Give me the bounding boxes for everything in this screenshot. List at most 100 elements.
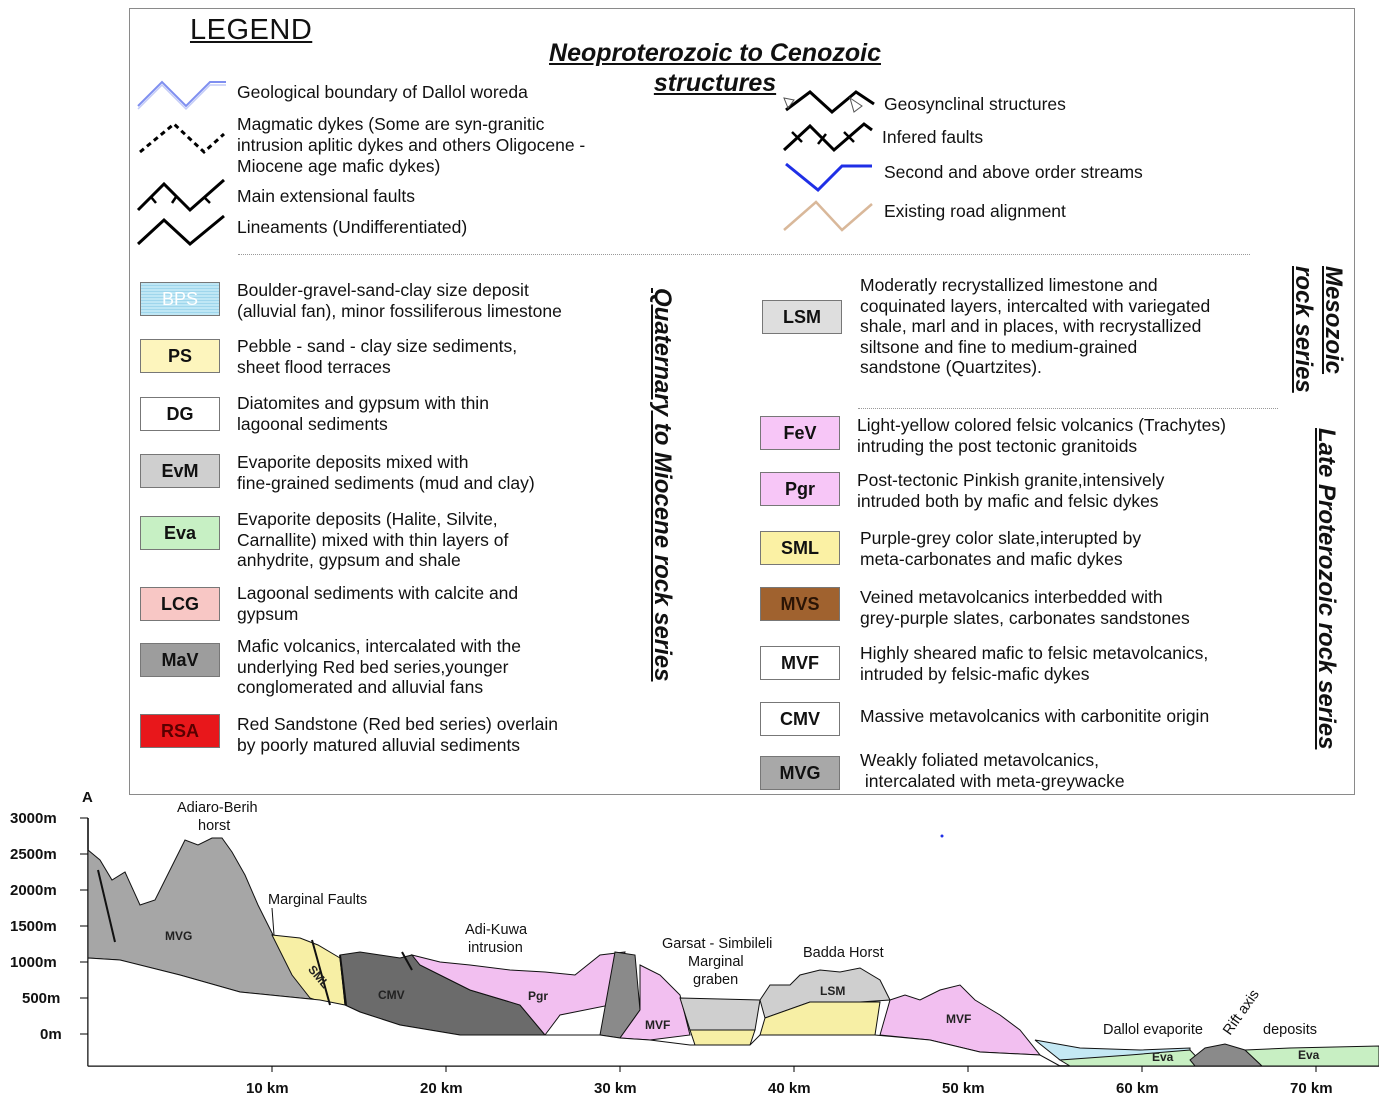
unit-box-bps: BPS (140, 282, 220, 316)
elevation-axis: 3000m 2500m 2000m 1500m 1000m 500m 0m (10, 810, 89, 1066)
unit-box-pgr: Pgr (760, 472, 840, 506)
annotation-adi-kuwa: Adi-Kuwa intrusion (465, 922, 531, 956)
structures-title: Neoproterozoic to Cenozoic structures (549, 39, 881, 97)
unit-desc-sml: Purple-grey color slate,interupted by me… (860, 528, 1142, 569)
unit-box-lcg: LCG (140, 587, 220, 621)
stream-icon (785, 162, 872, 193)
quaternary-series-label: Quaternary to Miocene rock series (649, 288, 676, 682)
section-label-pgr: Pgr (528, 989, 548, 1003)
elev-label-3000: 3000m (10, 810, 57, 827)
unit-box-eva: Eva (140, 516, 220, 550)
annotation-adi-kuwa-line2: intrusion (468, 940, 523, 956)
elev-label-500: 500m (22, 990, 60, 1007)
section-label-eva-west: Eva (1152, 1050, 1174, 1064)
annotation-marginal-faults: Marginal Faults (268, 892, 367, 908)
unit-desc-fev: Light-yellow colored felsic volcanics (T… (857, 415, 1226, 456)
unit-box-rsa: RSA (140, 714, 220, 748)
proterozoic-series-label: Late Proterozoic rock series (1313, 428, 1340, 750)
dist-label-10: 10 km (246, 1080, 289, 1097)
unit-box-lsm: LSM (762, 300, 842, 334)
structure-symbols-left (136, 80, 226, 246)
unit-desc-mvs: Veined metavolcanics interbedded with gr… (860, 587, 1190, 628)
unit-box-sml: SML (760, 531, 840, 565)
section-label-lsm: LSM (820, 984, 845, 998)
section-label-mvf-east: MVF (946, 1012, 971, 1026)
dist-label-20: 20 km (420, 1080, 463, 1097)
dist-label-30: 30 km (594, 1080, 637, 1097)
legend-title: LEGEND (190, 14, 313, 46)
unit-box-cmv: CMV (760, 702, 840, 736)
section-label-cmv: CMV (378, 988, 405, 1002)
unit-desc-mvf: Highly sheared mafic to felsic metavolca… (860, 643, 1209, 684)
mesozoic-series-label: Mesozoic rock series (1290, 266, 1347, 393)
pgr-body (410, 951, 626, 1036)
unit-desc-pgr: Post-tectonic Pinkish granite,intensivel… (857, 470, 1165, 511)
distance-axis: 10 km 20 km 30 km 40 km 50 km 60 km 70 k… (88, 1065, 1379, 1097)
annotation-adiaro-berih: Adiaro-Berih horst (177, 800, 262, 834)
annotation-garsat-line3: graben (693, 972, 738, 988)
geological-cross-section: A 3000m 2500m 2000m 1500m 1000m 500m 0m … (10, 789, 1379, 1097)
legend-text-geosyncline: Geosynclinal structures (884, 94, 1066, 114)
annotation-adiaro-line1: Adiaro-Berih (177, 800, 258, 816)
unit-desc-evm: Evaporite deposits mixed with fine-grain… (237, 452, 535, 493)
dist-label-40: 40 km (768, 1080, 811, 1097)
legend-text-inferred: Infered faults (882, 127, 984, 147)
section-annotations: Adiaro-Berih horst Marginal Faults Adi-K… (177, 800, 1317, 1038)
extensional-fault-icon (136, 178, 225, 213)
inferred-fault-icon (782, 122, 873, 153)
annotation-deposits: deposits (1263, 1022, 1317, 1038)
unit-box-ps: PS (140, 339, 220, 373)
unit-desc-dg: Diatomites and gypsum with thin lagoonal… (237, 393, 489, 434)
elev-label-2500: 2500m (10, 846, 57, 863)
annotation-garsat: Garsat - Simbileli Marginal graben (662, 936, 776, 988)
unit-box-mvf: MVF (760, 646, 840, 680)
annotation-adiaro-line2: horst (198, 818, 230, 834)
unit-desc-ps: Pebble - sand - clay size sediments, she… (237, 336, 518, 377)
legend-frame (129, 8, 1355, 795)
section-bodies (87, 837, 1379, 1067)
unit-desc-rsa: Red Sandstone (Red bed series) overlain … (237, 714, 559, 755)
section-corner-label: A (82, 789, 93, 806)
unit-desc-lcg: Lagoonal sediments with calcite and gyps… (237, 583, 519, 624)
graben-fill-gray (679, 997, 761, 1031)
geosyncline-icon (783, 90, 875, 114)
dist-label-50: 50 km (942, 1080, 985, 1097)
annotation-dallol-evaporite: Dallol evaporite (1103, 1022, 1203, 1038)
dist-label-70: 70 km (1290, 1080, 1333, 1097)
annotation-badda-horst: Badda Horst (803, 945, 884, 961)
unit-box-dg: DG (140, 397, 220, 431)
legend-divider (238, 254, 1250, 255)
unit-desc-bps: Boulder-gravel-sand-clay size deposit (a… (237, 280, 562, 321)
lineament-icon (136, 214, 225, 246)
unit-desc-mvg: Weakly foliated metavolcanics, intercala… (860, 750, 1125, 791)
fault-lines (97, 869, 413, 1006)
structure-symbols-right (782, 90, 875, 232)
section-label-mvg: MVG (165, 929, 192, 943)
elev-label-1500: 1500m (10, 918, 57, 935)
section-label-mvf-west: MVF (645, 1018, 670, 1032)
unit-box-fev: FeV (760, 416, 840, 450)
unit-desc-eva: Evaporite deposits (Halite, Silvite, Car… (237, 509, 509, 570)
unit-box-mvg: MVG (760, 756, 840, 790)
annotation-rift-axis: Rift axis (1220, 987, 1263, 1038)
mvf-body-west (619, 964, 691, 1041)
legend-text-road: Existing road alignment (884, 201, 1066, 221)
unit-box-mvs: MVS (760, 587, 840, 621)
eva-east (1243, 1045, 1379, 1067)
unit-desc-mav: Mafic volcanics, intercalated with the u… (237, 636, 522, 697)
legend-divider-right (858, 408, 1278, 409)
geological-boundary-icon (137, 80, 226, 111)
lsm-horst-yellow (759, 1001, 881, 1036)
elev-label-2000: 2000m (10, 882, 57, 899)
annotation-adi-kuwa-line1: Adi-Kuwa (465, 922, 528, 938)
unit-desc-cmv: Massive metavolcanics with carbonitite o… (860, 706, 1210, 726)
elev-label-1000: 1000m (10, 954, 57, 971)
section-label-eva-east: Eva (1298, 1048, 1320, 1062)
road-icon (783, 200, 873, 232)
legend-text-dykes: Magmatic dykes (Some are syn-granitic in… (237, 114, 586, 176)
legend-text-faults: Main extensional faults (237, 186, 416, 206)
magmatic-dyke-icon (139, 122, 226, 155)
elev-label-0: 0m (40, 1026, 62, 1043)
unit-desc-lsm: Moderatly recrystallized limestone and c… (860, 275, 1211, 377)
annotation-garsat-line2: Marginal (688, 954, 744, 970)
